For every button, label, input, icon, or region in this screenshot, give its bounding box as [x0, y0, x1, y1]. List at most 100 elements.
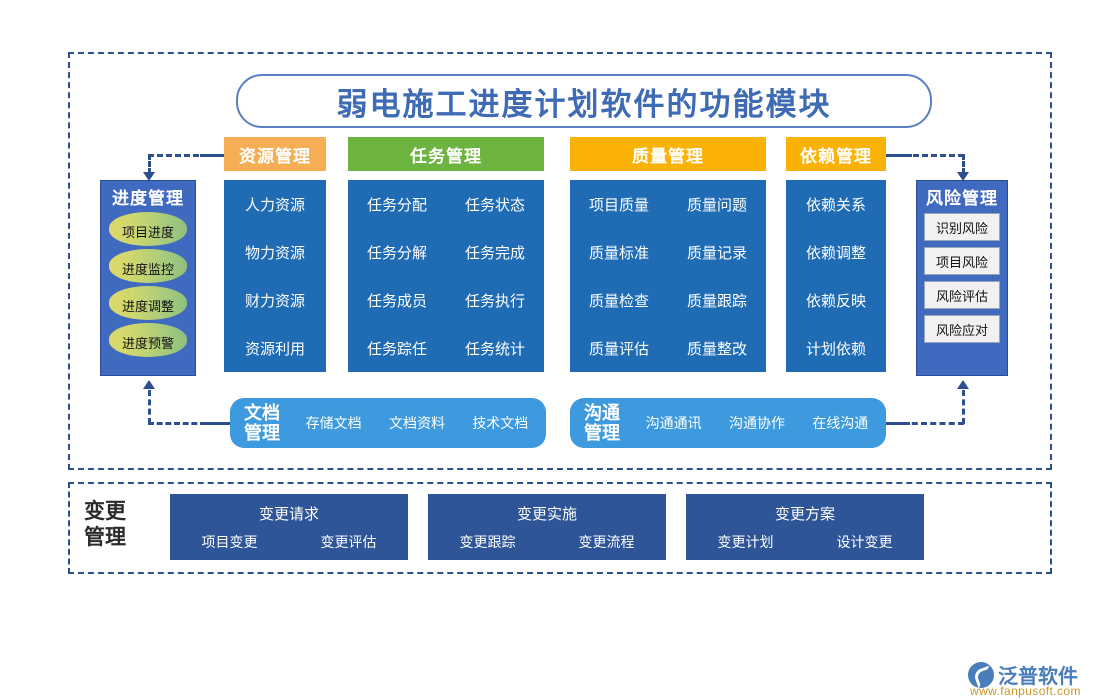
logo-name: 泛普软件: [998, 666, 1078, 688]
change-box-header: 变更请求: [258, 505, 319, 523]
change-item[interactable]: 变更计划: [717, 533, 774, 550]
risk-management-panel[interactable]: 风险管理 识别风险 项目风险 风险评估 风险应对: [916, 180, 1008, 376]
progress-cylinder-item[interactable]: 进度预警: [109, 323, 187, 357]
document-item[interactable]: 存储文档: [305, 415, 362, 431]
risk-item[interactable]: 识别风险: [924, 213, 1000, 241]
change-item[interactable]: 变更流程: [578, 533, 635, 550]
document-item[interactable]: 文档资料: [388, 415, 445, 431]
quality-item[interactable]: 项目质量: [588, 196, 649, 214]
change-label-line2: 管理: [84, 525, 126, 549]
communication-item[interactable]: 沟通通讯: [645, 415, 702, 431]
dependency-item[interactable]: 依赖关系: [805, 196, 866, 214]
communication-title-line2: 管理: [584, 423, 620, 443]
resource-item[interactable]: 财力资源: [244, 292, 305, 310]
progress-cylinder-item[interactable]: 进度调整: [109, 286, 187, 320]
resource-item[interactable]: 资源利用: [244, 340, 305, 358]
task-item[interactable]: 任务分解: [366, 244, 427, 262]
task-item[interactable]: 任务分配: [366, 196, 427, 214]
change-implementation-box[interactable]: 变更实施 变更跟踪 变更流程: [428, 494, 666, 560]
change-request-box[interactable]: 变更请求 项目变更 变更评估: [170, 494, 408, 560]
connector-right-horizontal: [886, 154, 964, 157]
quality-item[interactable]: 质量整改: [686, 340, 747, 358]
column-header-task[interactable]: 任务管理: [348, 137, 544, 171]
connector-doc-horizontal: [148, 422, 232, 425]
change-box-items: 变更跟踪 变更流程: [428, 532, 666, 552]
resource-management-panel: 人力资源 物力资源 财力资源 资源利用: [224, 180, 326, 372]
change-box-header: 变更实施: [516, 505, 577, 523]
dependency-management-panel: 依赖关系 依赖调整 依赖反映 计划依赖: [786, 180, 886, 372]
change-item[interactable]: 设计变更: [836, 533, 893, 550]
resource-item[interactable]: 物力资源: [244, 244, 305, 262]
connector-right-arrow-icon: [957, 172, 969, 181]
change-item[interactable]: 变更跟踪: [459, 533, 516, 550]
change-label-line1: 变更: [84, 499, 126, 523]
resource-item[interactable]: 人力资源: [244, 196, 305, 214]
progress-cylinder-item[interactable]: 进度监控: [109, 249, 187, 283]
quality-item[interactable]: 质量记录: [686, 244, 747, 262]
change-plan-box[interactable]: 变更方案 变更计划 设计变更: [686, 494, 924, 560]
progress-item-label: 进度监控: [121, 261, 174, 277]
progress-cylinder-item[interactable]: 项目进度: [109, 212, 187, 246]
page-title: 弱电施工进度计划软件的功能模块: [336, 86, 832, 122]
logo-url: www.fanpusoft.com: [970, 684, 1081, 698]
progress-management-panel[interactable]: 进度管理 项目进度 进度监控 进度调整 进度预警: [100, 180, 196, 376]
document-items: 存储文档 文档资料 技术文档: [288, 413, 546, 433]
company-logo: 泛普软件 www.fanpusoft.com: [968, 660, 1092, 698]
connector-left-arrow-icon: [143, 172, 155, 181]
document-row-title: 文档 管理: [244, 403, 288, 443]
change-item[interactable]: 变更评估: [320, 533, 377, 550]
connector-com-horizontal: [884, 422, 964, 425]
task-management-panel: 任务分配 任务状态 任务分解 任务完成 任务成员 任务执行 任务踪任 任务统计: [348, 180, 544, 372]
document-item[interactable]: 技术文档: [472, 415, 529, 431]
connector-right-vertical: [962, 154, 965, 174]
stub-doc-left: [206, 422, 232, 425]
quality-management-panel: 项目质量 质量问题 质量标准 质量记录 质量检查 质量跟踪 质量评估 质量整改: [570, 180, 766, 372]
progress-item-label: 进度预警: [121, 335, 174, 351]
quality-item[interactable]: 质量检查: [588, 292, 649, 310]
risk-item[interactable]: 项目风险: [924, 247, 1000, 275]
diagram-title-box: 弱电施工进度计划软件的功能模块: [236, 74, 932, 128]
task-item[interactable]: 任务成员: [366, 292, 427, 310]
progress-item-label: 项目进度: [121, 224, 174, 240]
column-header-quality[interactable]: 质量管理: [570, 137, 766, 171]
stub-left-resource: [200, 154, 226, 157]
dependency-item[interactable]: 依赖反映: [805, 292, 866, 310]
quality-item[interactable]: 质量问题: [686, 196, 747, 214]
stub-right-dependency: [886, 154, 912, 157]
connector-left-horizontal: [148, 154, 226, 157]
change-box-header: 变更方案: [774, 505, 835, 523]
quality-item[interactable]: 质量标准: [588, 244, 649, 262]
task-item[interactable]: 任务执行: [464, 292, 525, 310]
communication-title-line1: 沟通: [584, 403, 620, 423]
change-box-items: 变更计划 设计变更: [686, 532, 924, 552]
task-item[interactable]: 任务统计: [464, 340, 525, 358]
communication-item[interactable]: 沟通协作: [728, 415, 785, 431]
task-item[interactable]: 任务完成: [464, 244, 525, 262]
logo-mark-icon: [968, 662, 994, 688]
communication-item[interactable]: 在线沟通: [812, 415, 869, 431]
task-item[interactable]: 任务踪任: [366, 340, 427, 358]
column-header-dependency[interactable]: 依赖管理: [786, 137, 886, 171]
progress-item-label: 进度调整: [121, 298, 174, 314]
document-title-line2: 管理: [244, 423, 280, 443]
quality-item[interactable]: 质量评估: [588, 340, 649, 358]
quality-item[interactable]: 质量跟踪: [686, 292, 747, 310]
communication-row-title: 沟通 管理: [584, 403, 628, 443]
stub-com-right: [884, 422, 910, 425]
change-box-items: 项目变更 变更评估: [170, 532, 408, 552]
risk-item[interactable]: 风险应对: [924, 315, 1000, 343]
document-management-row[interactable]: 文档 管理 存储文档 文档资料 技术文档: [230, 398, 546, 448]
change-item[interactable]: 项目变更: [201, 533, 258, 550]
connector-left-vertical: [148, 154, 151, 174]
change-dashed-frame: [68, 482, 1052, 574]
risk-item[interactable]: 风险评估: [924, 281, 1000, 309]
communication-management-row[interactable]: 沟通 管理 沟通通讯 沟通协作 在线沟通: [570, 398, 886, 448]
dependency-item[interactable]: 计划依赖: [805, 340, 866, 358]
column-header-resource[interactable]: 资源管理: [224, 137, 326, 171]
connector-com-vertical: [962, 390, 965, 424]
dependency-item[interactable]: 依赖调整: [805, 244, 866, 262]
task-item[interactable]: 任务状态: [464, 196, 525, 214]
connector-doc-arrow-icon: [143, 380, 155, 389]
connector-doc-vertical: [148, 390, 151, 424]
